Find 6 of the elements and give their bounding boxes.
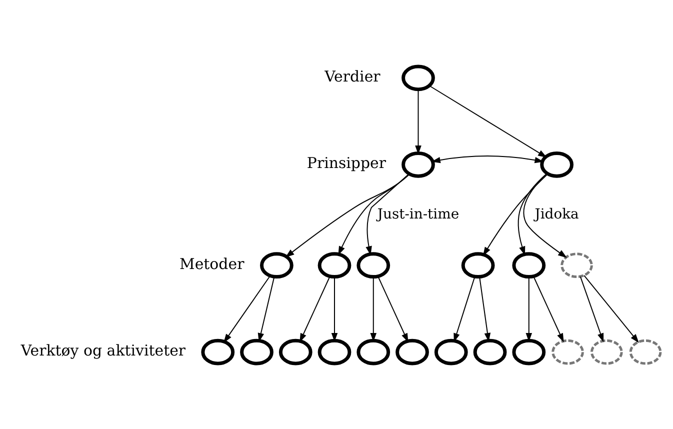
label: Verktøy og aktiviteter xyxy=(20,341,186,360)
label: Verdier xyxy=(324,66,380,85)
node-label: Just-in-time xyxy=(377,206,460,222)
node-label: Jidoka xyxy=(534,206,579,222)
label: Metoder xyxy=(180,254,244,272)
label: Prinsipper xyxy=(306,154,386,172)
